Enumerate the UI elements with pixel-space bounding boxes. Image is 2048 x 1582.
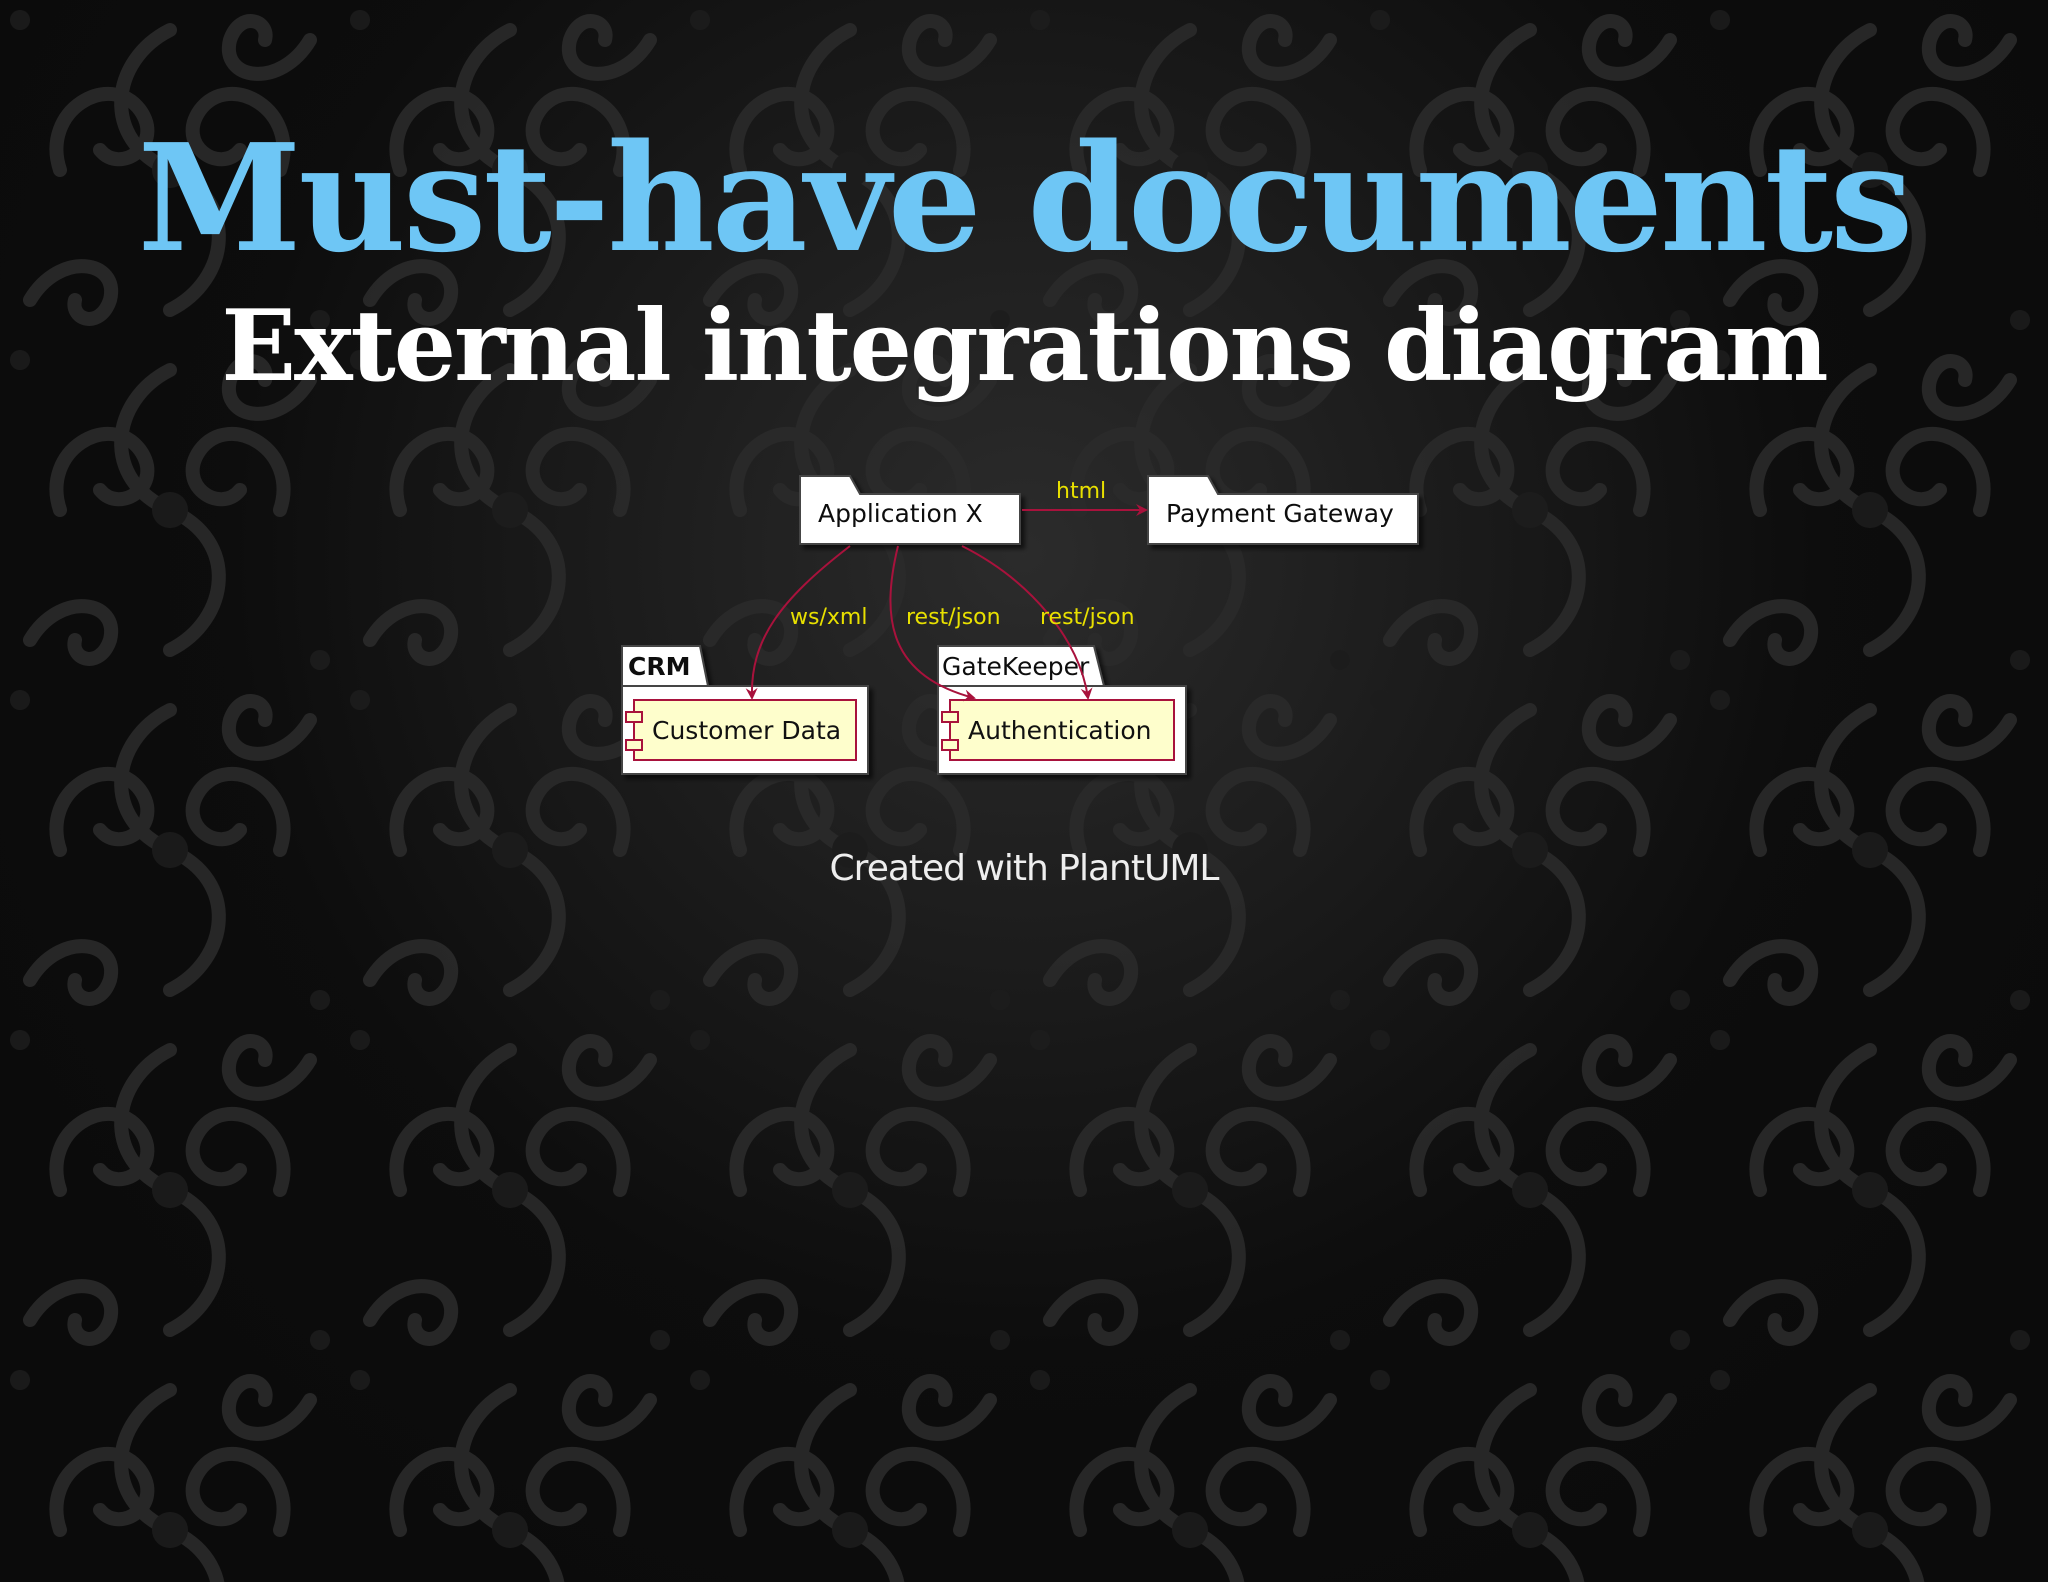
payment-gateway-label: Payment Gateway [1166,499,1394,528]
customer-data-component: Customer Data [625,699,857,761]
crm-package-label: CRM [628,652,690,681]
edge-app-to-customer-data [745,545,851,700]
authentication-label: Authentication [968,716,1152,745]
edge-app-to-authentication-1 [889,545,976,702]
edge-label-rest-json-1: rest/json [906,605,1001,630]
customer-data-label: Customer Data [652,716,841,745]
slide-title: Must-have documents [137,111,1914,285]
application-x-label: Application X [818,499,983,528]
edge-label-ws-xml: ws/xml [790,605,867,630]
slide-subtitle: External integrations diagram [221,289,1828,404]
plantuml-credit: Created with PlantUML [829,848,1220,889]
edge-label-rest-json-2: rest/json [1040,605,1135,630]
authentication-component: Authentication [941,699,1175,761]
edge-label-html: html [1056,479,1106,504]
edge-app-to-authentication-2 [961,545,1093,700]
application-x-node: Application X [799,475,1021,545]
gatekeeper-package-label: GateKeeper [942,652,1090,681]
payment-gateway-node: Payment Gateway [1147,475,1419,545]
